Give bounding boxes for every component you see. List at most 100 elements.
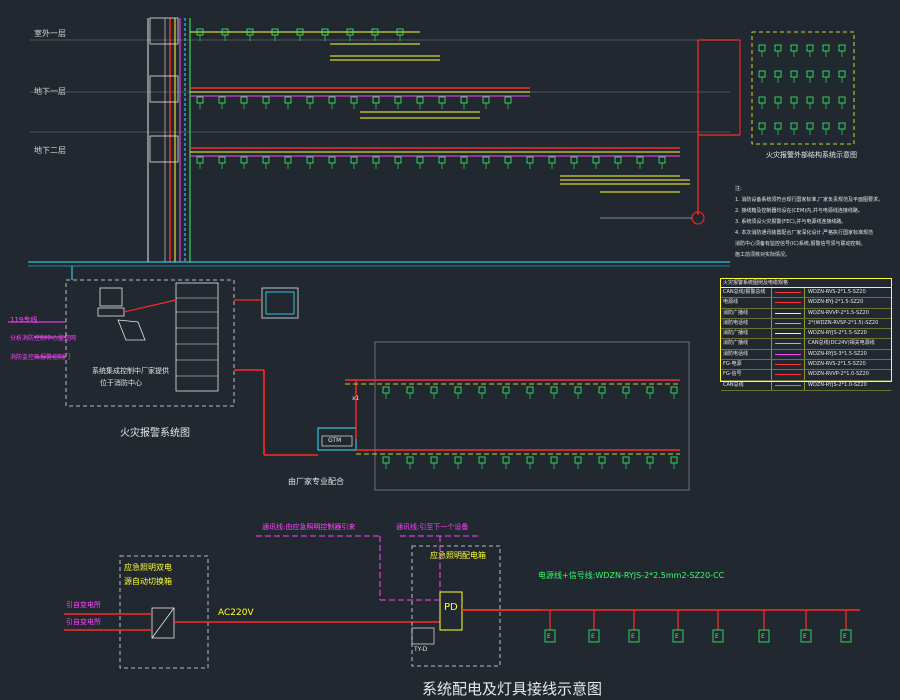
floor-label-outdoor: 室外一层 <box>34 29 66 38</box>
device-symbol <box>646 456 654 469</box>
device-symbol <box>478 386 486 399</box>
device-symbol <box>526 456 534 469</box>
control-center-box <box>8 279 235 407</box>
legend-row: 电源线 WDZN-BYJ-2*1.5-SZ20 <box>721 298 891 309</box>
fire-door-symbol <box>790 122 798 135</box>
legend-row-spec: CAN总线(DC24V)相关电源线 <box>808 340 875 347</box>
light-fixture-icon <box>544 629 556 643</box>
fixture-label: E <box>843 633 847 640</box>
floor-label-b2: 地下二层 <box>34 146 66 155</box>
device-symbol <box>622 456 630 469</box>
light-fixture-icon <box>800 629 812 643</box>
detector-symbol <box>658 156 666 169</box>
legend-row-line <box>772 360 805 370</box>
note-line: 1. 消防设备系统须符合现行国家标准,厂家负责规范及平面图要求。 <box>735 197 883 203</box>
panel-title: 应急照明配电箱 <box>430 551 486 560</box>
fire-door-symbol <box>806 70 814 83</box>
device-symbol <box>406 386 414 399</box>
fire-door-symbol <box>758 44 766 57</box>
fixture-label: E <box>761 633 765 640</box>
manufacturer-config-title: 由厂家专业配合 <box>288 477 344 486</box>
control-center-line1: 系统集成控制中厂家提供 <box>92 367 169 375</box>
legend-row-line <box>772 380 805 390</box>
fire-door-symbol <box>838 122 846 135</box>
detector-symbol <box>306 96 314 109</box>
detector-symbol <box>221 28 229 41</box>
legend-row-name: FG-信号 <box>721 370 772 380</box>
legend-row: CAN总线/报警总线 WDZN-RVS-2*1.5-SZ20 <box>721 288 891 299</box>
note-line: 施工前须核对实际情况。 <box>735 252 791 258</box>
ty-label: TY-D <box>414 646 428 653</box>
detector-symbol <box>438 96 446 109</box>
vertical-risers <box>147 18 191 262</box>
detector-symbol <box>504 96 512 109</box>
light-fixture-icon <box>672 629 684 643</box>
fire-door-symbol <box>822 70 830 83</box>
legend-row-spec: WDZN-RYJS-3*1.5-SZ20 <box>808 350 867 357</box>
legend-rows: CAN总线/报警总线 WDZN-RVS-2*1.5-SZ20 电源线 WDZN-BYJ… <box>721 288 891 391</box>
graphics-monitor <box>234 287 299 319</box>
detector-symbol <box>460 156 468 169</box>
fixture-label: E <box>547 633 551 640</box>
detector-symbol <box>328 156 336 169</box>
legend-row-name: CAN总线 <box>721 380 772 390</box>
fire-door-symbol <box>822 96 830 109</box>
comm-line2-label: 通讯线:引至下一个设备 <box>396 523 469 531</box>
fire-door-symbol <box>790 96 798 109</box>
detector-symbol <box>350 156 358 169</box>
legend-row-spec: WDZN-RVVP-2*1.5-SZ20 <box>808 309 869 316</box>
manufacturer-config-box <box>345 341 690 491</box>
detector-symbol <box>196 96 204 109</box>
fire-door-symbol <box>838 44 846 57</box>
detector-symbol <box>592 156 600 169</box>
detector-symbol <box>396 28 404 41</box>
detector-symbol <box>394 96 402 109</box>
legend-row-spec: WDZN-BYJ-2*1.5-SZ20 <box>808 299 864 306</box>
fire-door-subsystem <box>739 31 855 145</box>
device-symbol <box>454 456 462 469</box>
note-line: 2. 接线箱及控制器均设在(CEM)内,并与电源线连接线路。 <box>735 208 863 214</box>
detector-symbol <box>372 156 380 169</box>
fixture-label: E <box>631 633 635 640</box>
fire-door-symbol <box>822 44 830 57</box>
detector-symbol <box>460 96 468 109</box>
floor-buses <box>190 31 690 193</box>
legend-row-name: 电源线 <box>721 298 772 308</box>
light-fixture-icon <box>628 629 640 643</box>
detector-symbol <box>371 28 379 41</box>
general-notes: 注: 1. 消防设备系统须符合现行国家标准,厂家负责规范及平面图要求。 2. 接… <box>735 184 883 261</box>
fire-door-symbol <box>774 70 782 83</box>
note-line: 消防中心须备有监控信号(IC)系统,报警信号须与联动控制。 <box>735 241 866 247</box>
control-room-label: 消防监控及报警控制门 <box>10 354 71 361</box>
fire-door-symbol <box>838 70 846 83</box>
fire-door-symbol <box>774 44 782 57</box>
legend-row-name: CAN总线/报警总线 <box>721 288 772 298</box>
detector-symbol <box>372 96 380 109</box>
fixture-label: E <box>715 633 719 640</box>
legend-row-line <box>772 349 805 360</box>
light-fixture-icon <box>758 629 770 643</box>
main-can-bus <box>28 261 730 280</box>
detector-symbol <box>321 28 329 41</box>
device-symbol <box>598 456 606 469</box>
detector-symbol <box>482 96 490 109</box>
light-fixture-icon <box>588 629 600 643</box>
detector-symbol <box>328 96 336 109</box>
legend-row-line <box>772 370 805 380</box>
call-119-label: 119专线 <box>10 316 38 324</box>
legend-row-line <box>772 318 805 329</box>
emergency-box-line1: 应急照明双电 <box>124 563 172 572</box>
device-symbol <box>550 386 558 399</box>
right-riser <box>600 39 740 225</box>
legend-row-spec: WDZN-RYJS-2*1.0-SZ20 <box>808 381 867 388</box>
device-symbol <box>406 456 414 469</box>
device-symbol <box>598 386 606 399</box>
legend-row-line <box>772 298 805 308</box>
fire-door-symbol <box>758 96 766 109</box>
detector-symbol <box>218 156 226 169</box>
legend-row-spec: WDZN-RVS-2*1.5-SZ20 <box>808 289 866 295</box>
fire-door-symbol <box>758 122 766 135</box>
